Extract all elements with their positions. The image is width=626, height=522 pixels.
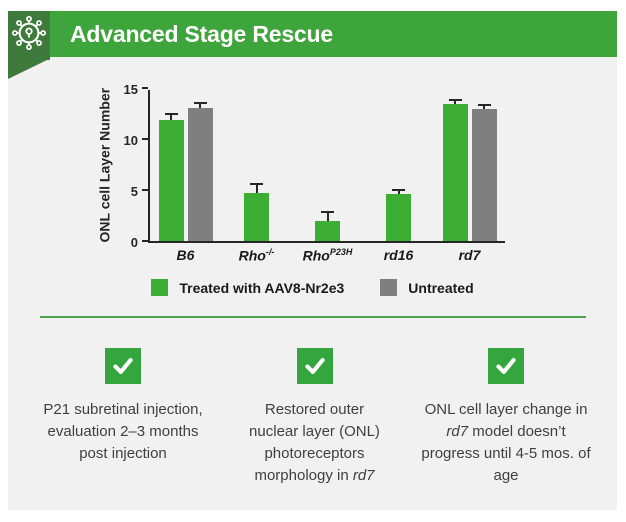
bar-pair: [221, 90, 292, 241]
bar-pair: [292, 90, 363, 241]
bar-treated: [315, 211, 340, 241]
bar-treated: [158, 112, 184, 241]
checklist-text: Restored outer nuclear layer (ONL) photo…: [249, 401, 380, 484]
chart-legend: Treated with AAV8-Nr2e3 Untreated: [8, 279, 617, 296]
slide-panel: Advanced Stage Rescue: [8, 11, 617, 510]
error-bar-stem: [199, 104, 201, 109]
virus-network-icon: [11, 15, 47, 56]
bar-group: Rho-/-: [221, 90, 292, 264]
error-bar-stem: [397, 191, 400, 195]
bar-group: RhoP23H: [292, 90, 363, 264]
checkmark-icon: [296, 348, 333, 384]
legend-item: Untreated: [380, 279, 474, 296]
checklist: P21 subretinal injection, evaluation 2–3…: [34, 348, 595, 487]
error-bar-stem: [483, 106, 485, 110]
error-bar: [250, 182, 263, 194]
y-tick-label: 5: [130, 184, 138, 199]
error-bar: [164, 112, 178, 120]
legend-swatch: [380, 279, 398, 296]
y-tick-mark: [142, 189, 148, 191]
legend-item: Treated with AAV8-Nr2e3: [151, 279, 344, 296]
checklist-text: ONL cell layer change in rd7 model doesn…: [421, 401, 591, 484]
header-badge: [8, 11, 50, 60]
bar-treated: [244, 182, 269, 241]
error-bar: [321, 211, 334, 221]
x-axis-label: rd7: [458, 247, 481, 263]
bar-group: rd7: [434, 90, 505, 263]
header-badge-fold: [8, 60, 47, 79]
x-axis-label: RhoP23H: [302, 247, 353, 264]
bar-group: rd16: [363, 90, 434, 263]
bar-untreated: [471, 104, 497, 241]
bar-group: B6: [150, 90, 221, 263]
page-title: Advanced Stage Rescue: [70, 21, 333, 47]
y-axis-label: ONL cell Layer Number: [96, 87, 113, 243]
error-bar-stem: [454, 101, 456, 105]
legend-label: Untreated: [408, 279, 474, 296]
error-bar: [392, 189, 405, 195]
checkmark-icon: [105, 348, 141, 384]
error-bar: [477, 104, 491, 110]
bar-pair: [363, 90, 434, 241]
y-tick-label: 15: [123, 82, 138, 97]
checklist-column-1: P21 subretinal injection, evaluation 2–3…: [34, 348, 212, 487]
error-bar-stem: [255, 184, 258, 194]
y-tick-mark: [142, 138, 148, 140]
plot-area: ONL cell Layer Number B6 Rho-/- RhoP23H rd1…: [97, 82, 505, 264]
x-axis-label: Rho-/-: [238, 247, 275, 264]
bar-groups: B6 Rho-/- RhoP23H rd16 rd7: [150, 90, 505, 264]
error-bar-stem: [170, 114, 172, 120]
y-tick-label: 10: [123, 133, 138, 148]
x-axis-label: B6: [176, 247, 195, 263]
bar-untreated: [187, 102, 213, 241]
header-bar: Advanced Stage Rescue: [8, 11, 617, 57]
bar-treated: [442, 99, 468, 241]
error-bar: [448, 99, 462, 105]
checklist-column-3: ONL cell layer change in rd7 model doesn…: [417, 348, 595, 487]
y-tick-label: 0: [130, 235, 138, 250]
x-axis-label: rd16: [383, 247, 414, 263]
legend-swatch: [151, 279, 169, 296]
y-tick-mark: [142, 240, 148, 242]
error-bar-stem: [326, 213, 329, 221]
bar-pair: [434, 90, 505, 241]
bar-pair: [150, 90, 221, 241]
error-bar: [193, 102, 207, 109]
y-tick-mark: [142, 87, 148, 89]
bar-treated: [386, 189, 411, 241]
checklist-text: P21 subretinal injection, evaluation 2–3…: [43, 401, 203, 462]
legend-label: Treated with AAV8-Nr2e3: [179, 279, 345, 296]
divider-line: [40, 316, 586, 318]
checkmark-icon: [488, 348, 524, 384]
checklist-column-2: Restored outer nuclear layer (ONL) photo…: [226, 348, 404, 487]
